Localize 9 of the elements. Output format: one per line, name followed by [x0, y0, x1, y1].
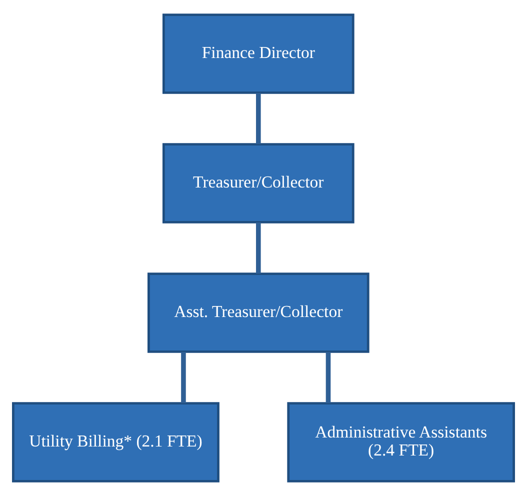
node-box: Asst. Treasurer/Collector — [148, 272, 370, 353]
node-box: Utility Billing* (2.1 FTE) — [12, 402, 220, 482]
connector — [256, 92, 261, 144]
node-box: Administrative Assistants (2.4 FTE) — [287, 402, 515, 482]
node-box: Treasurer/Collector — [162, 143, 354, 224]
connector — [181, 352, 186, 404]
connector — [256, 222, 261, 274]
node-box: Finance Director — [162, 14, 354, 94]
connector — [326, 352, 331, 404]
